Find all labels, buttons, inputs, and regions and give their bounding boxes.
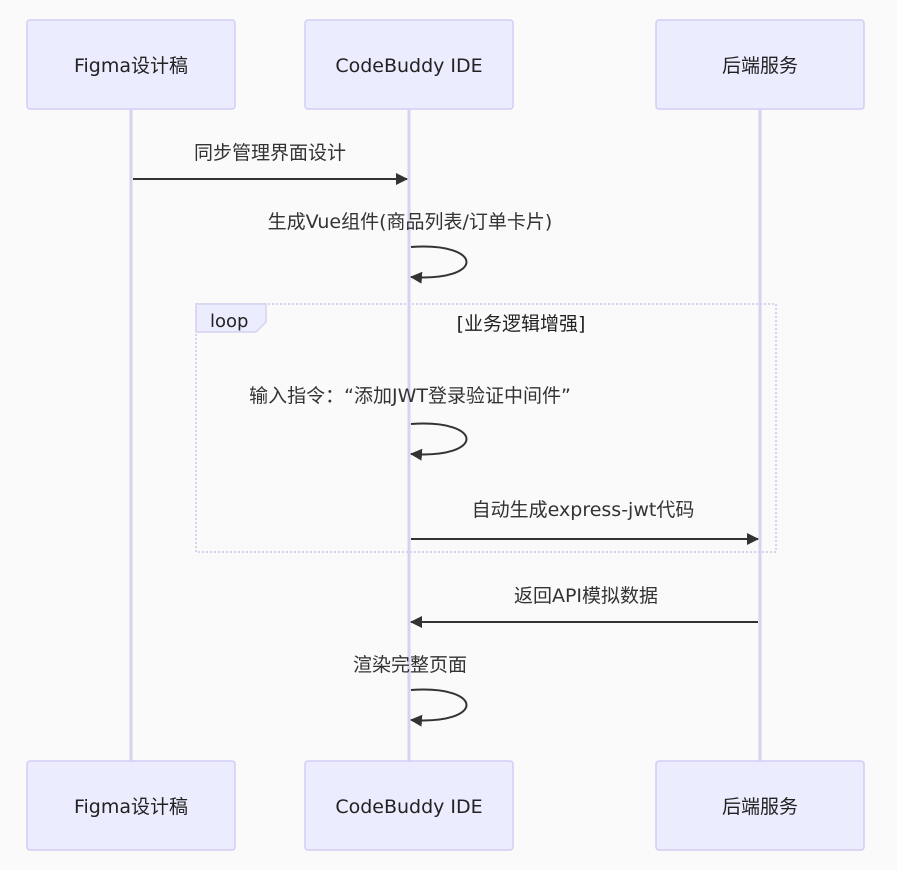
participant-label: Figma设计稿 [74, 55, 188, 77]
participant-label: CodeBuddy IDE [335, 55, 482, 77]
message-label: 自动生成express-jwt代码 [472, 499, 695, 521]
message-label: 同步管理界面设计 [194, 142, 346, 164]
participant-backend-top: 后端服务 [655, 19, 865, 110]
message-label: 输入指令：“添加JWT登录验证中间件” [249, 385, 571, 407]
loop-frame: loop [业务逻辑增强] [195, 303, 777, 553]
participant-label: 后端服务 [722, 796, 798, 818]
message-render-page: 渲染完整页面 [353, 654, 468, 727]
message-label: 渲染完整页面 [353, 654, 467, 676]
participant-figma-bottom: Figma设计稿 [26, 760, 236, 851]
message-label: 生成Vue组件(商品列表/订单卡片) [268, 211, 553, 233]
message-return-mock: 返回API模拟数据 [410, 585, 758, 628]
participant-figma-top: Figma设计稿 [26, 19, 236, 110]
self-message-arrow [410, 422, 468, 461]
participant-label: CodeBuddy IDE [335, 796, 482, 818]
message-sync-design: 同步管理界面设计 [133, 142, 408, 185]
participant-label: Figma设计稿 [74, 796, 188, 818]
loop-tab [195, 303, 267, 333]
message-add-jwt: 输入指令：“添加JWT登录验证中间件” [249, 385, 571, 461]
participant-backend-bottom: 后端服务 [655, 760, 865, 851]
message-label: 返回API模拟数据 [514, 585, 658, 607]
self-message-arrow [410, 245, 468, 284]
loop-condition: [业务逻辑增强] [457, 313, 586, 335]
self-message-arrow [410, 688, 468, 727]
message-generate-vue: 生成Vue组件(商品列表/订单卡片) [268, 211, 553, 284]
loop-keyword: loop [210, 311, 248, 332]
participant-codebuddy-bottom: CodeBuddy IDE [304, 760, 514, 851]
participant-label: 后端服务 [722, 55, 798, 77]
participant-codebuddy-top: CodeBuddy IDE [304, 19, 514, 110]
message-generate-jwt-code: 自动生成express-jwt代码 [411, 499, 759, 545]
